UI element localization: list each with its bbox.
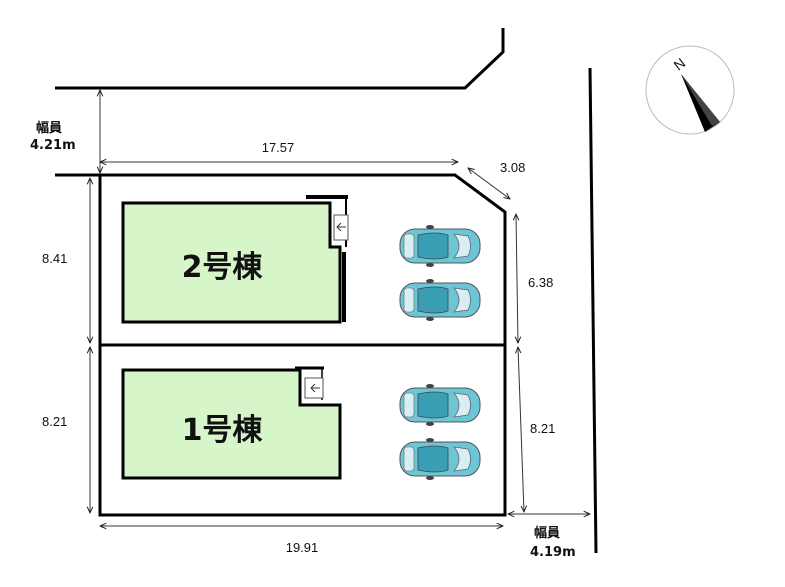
road-top-width-label: 幅員 [36,120,62,136]
lot-boundary [55,173,507,517]
dim-line-corner [468,168,510,199]
road-top-width-value: 4.21m [30,138,76,153]
dim-right-upper: 6.38 [528,275,553,290]
building-1-label: 1号棟 [182,413,264,448]
car-icon [399,224,481,268]
road-top [55,28,505,90]
building-2-label: 2号棟 [182,250,264,285]
car-icon [399,437,481,481]
road-right-width-value: 4.19m [530,545,576,560]
building-1: 1号棟 [121,366,342,480]
dim-right-lower: 8.21 [530,421,555,436]
building-2: 2号棟 [121,195,348,324]
dim-line-right-upper [516,214,518,343]
car-icon [399,278,481,322]
dim-left-upper: 8.41 [42,251,67,266]
road-right [588,67,598,554]
road-right-width-label: 幅員 [534,525,560,541]
car-icon [399,383,481,427]
dim-bottom: 19.91 [286,540,319,555]
dim-left-lower: 8.21 [42,414,67,429]
dim-line-right-lower [518,347,524,512]
dim-corner: 3.08 [500,160,525,175]
dim-top: 17.57 [262,140,295,155]
entrance-arrow-icon [333,214,349,241]
compass-icon: N [645,45,735,135]
entrance-arrow-icon [304,377,324,399]
